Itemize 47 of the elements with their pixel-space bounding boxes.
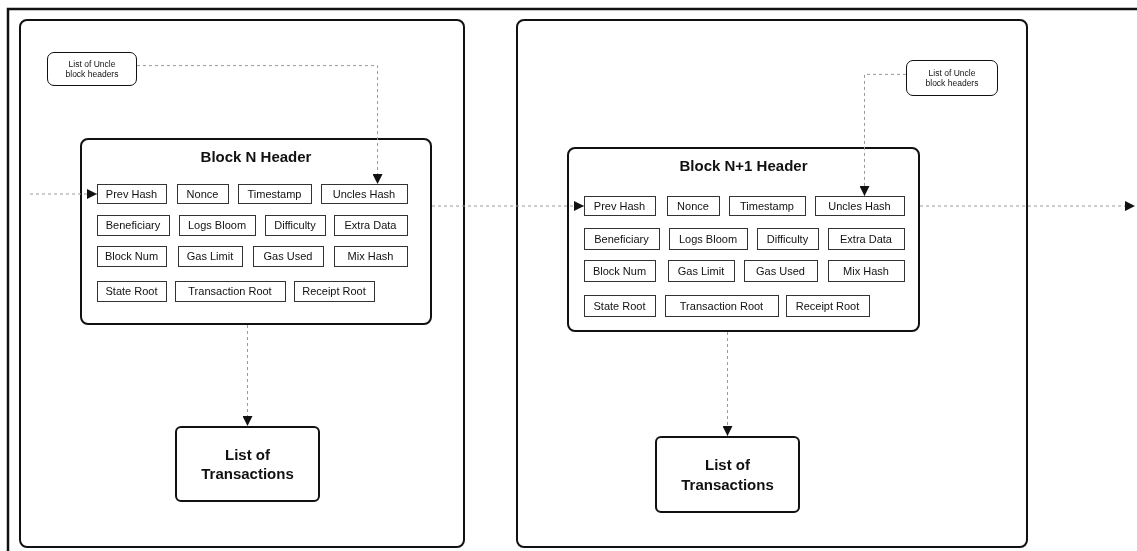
field-box: Nonce	[666, 195, 720, 216]
field-box: Extra Data	[333, 214, 408, 236]
arrow	[859, 73, 907, 197]
field-box: Prev Hash	[583, 195, 656, 216]
field-box: Prev Hash	[96, 183, 167, 204]
arrow	[136, 65, 383, 185]
field-box: Block Num	[96, 245, 167, 267]
field-box: Receipt Root	[785, 294, 870, 317]
field-box: State Root	[583, 294, 656, 317]
field-box: Gas Used	[252, 245, 324, 267]
field-box: Nonce	[176, 183, 229, 204]
uncle-list-box: List of Uncle block headers	[906, 60, 998, 96]
field-box: Beneficiary	[96, 214, 170, 236]
field-box: Receipt Root	[293, 280, 375, 302]
field-box: Logs Bloom	[668, 227, 748, 250]
field-box: State Root	[96, 280, 167, 302]
field-box: Gas Used	[743, 259, 818, 282]
field-box: Block Num	[583, 259, 656, 282]
field-box: Uncles Hash	[320, 183, 408, 204]
field-box: Timestamp	[728, 195, 806, 216]
arrow	[29, 189, 98, 199]
field-box: Transaction Root	[174, 280, 286, 302]
arrow	[722, 331, 733, 437]
arrow	[919, 201, 1136, 211]
field-box: Mix Hash	[333, 245, 408, 267]
field-box: Beneficiary	[583, 227, 660, 250]
field-box: Uncles Hash	[814, 195, 905, 216]
transactions-box: List of Transactions	[655, 436, 800, 513]
field-box: Transaction Root	[664, 294, 779, 317]
field-box: Mix Hash	[827, 259, 905, 282]
header-box	[567, 147, 920, 332]
block-panel	[516, 19, 1028, 548]
uncle-list-box: List of Uncle block headers	[47, 52, 137, 86]
arrow	[431, 201, 585, 211]
field-box: Gas Limit	[667, 259, 735, 282]
field-box: Logs Bloom	[178, 214, 256, 236]
field-box: Extra Data	[827, 227, 905, 250]
transactions-box: List of Transactions	[175, 426, 320, 502]
header-title: Block N+1 Header	[678, 157, 809, 174]
header-title: Block N Header	[199, 148, 313, 165]
field-box: Difficulty	[264, 214, 326, 236]
arrow	[242, 324, 253, 427]
block-panel	[19, 19, 465, 548]
field-box: Difficulty	[756, 227, 819, 250]
field-box: Gas Limit	[177, 245, 243, 267]
field-box: Timestamp	[237, 183, 312, 204]
header-box	[80, 138, 432, 325]
